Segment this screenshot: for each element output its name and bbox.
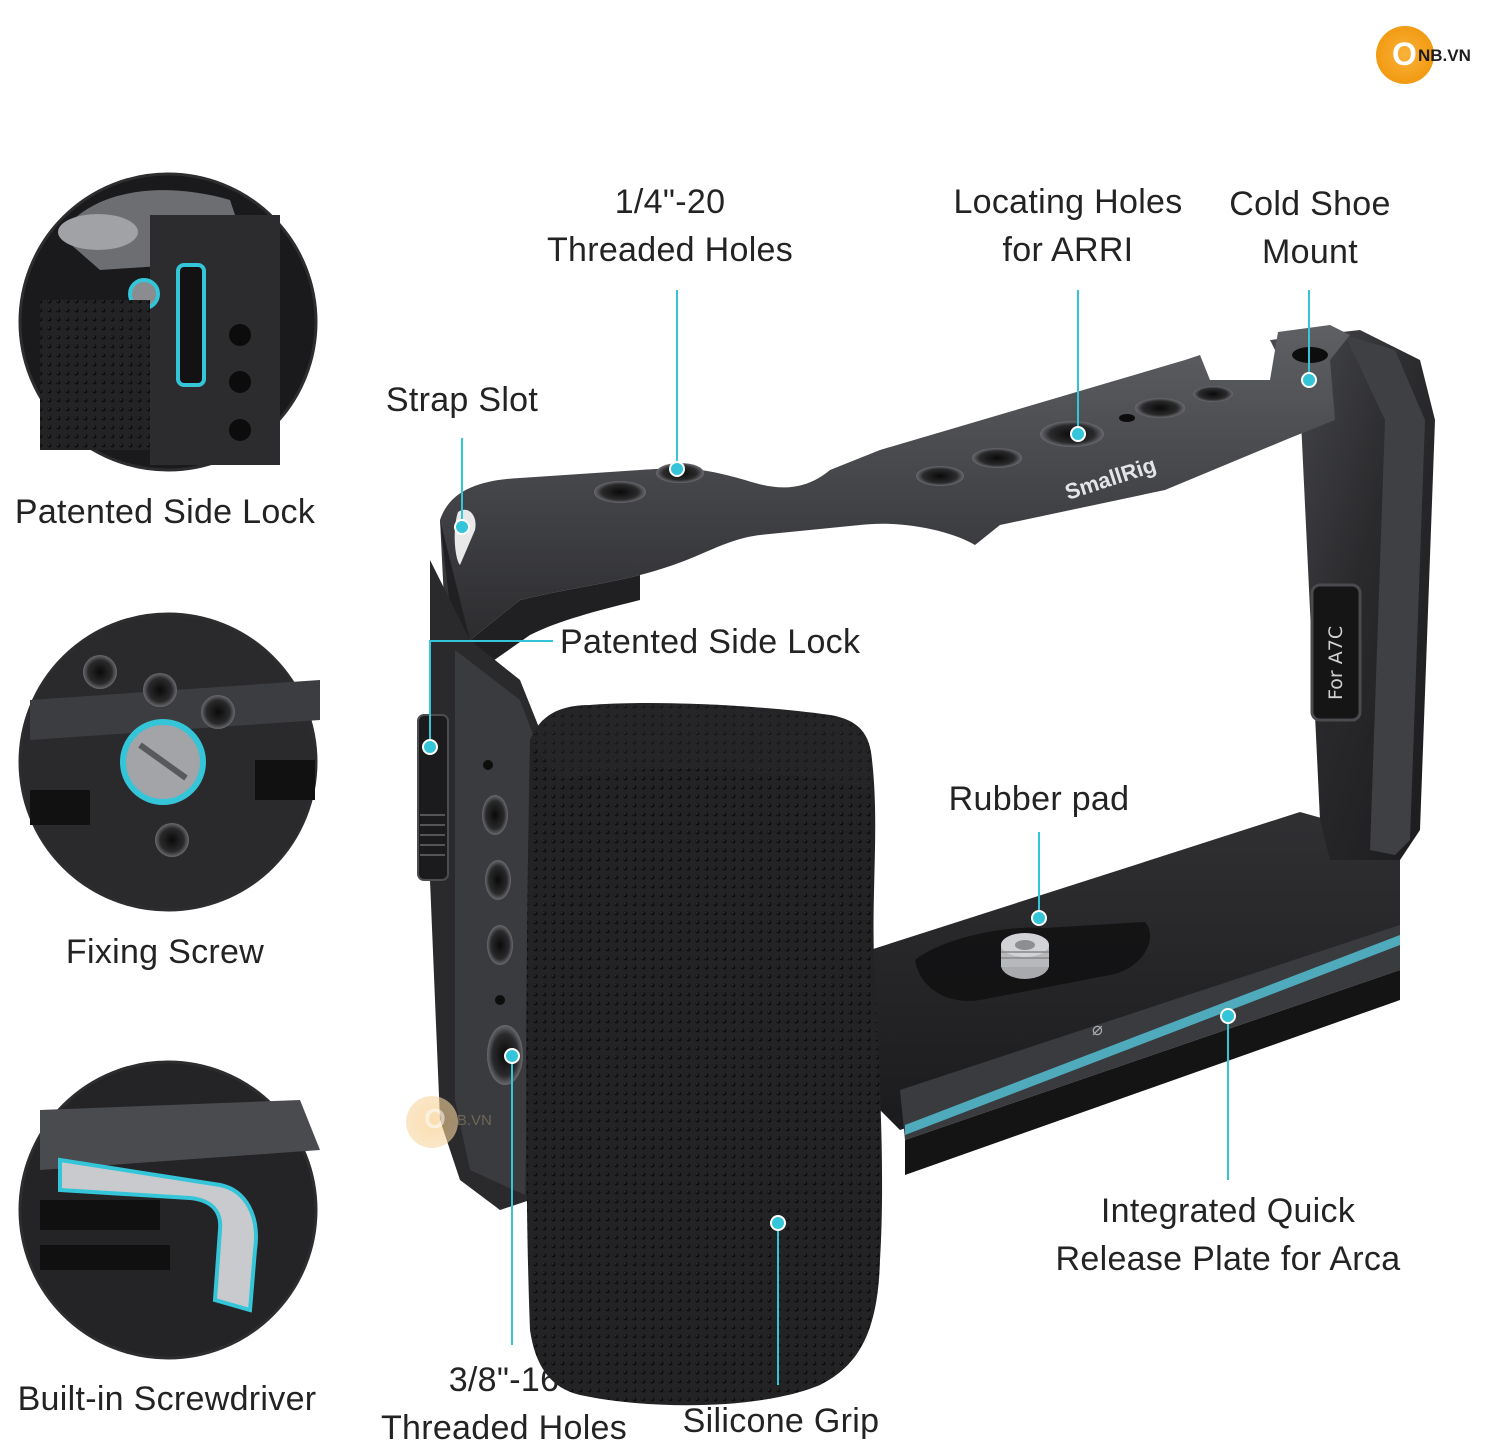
leader-lines: [429, 290, 1310, 1385]
baseplate: ⌀: [870, 812, 1400, 1175]
inset-fixing-screw: [18, 612, 320, 912]
inset-label-side-lock: Patented Side Lock: [14, 493, 316, 531]
inset-label-screwdriver: Built-in Screwdriver: [17, 1380, 317, 1418]
inset-label-fixing-screw: Fixing Screw: [65, 933, 265, 971]
callout-side-lock: Patented Side Lock: [560, 623, 861, 661]
model-tag: For A7C: [1325, 626, 1347, 700]
inset-side-lock: [18, 172, 318, 472]
logo-text: NB.VN: [1418, 46, 1471, 65]
callout-dots: [422, 372, 1317, 1231]
brand-logo-text: O NB.VN: [1388, 32, 1498, 78]
brand-logo: [1376, 26, 1434, 84]
inset-screwdriver: [18, 1060, 320, 1360]
watermark: [406, 1096, 458, 1148]
svg-text:⌀: ⌀: [1092, 1019, 1103, 1040]
callout-rubber-pad: Rubber pad: [948, 780, 1130, 818]
silicone-grip: [526, 703, 883, 1406]
arca-groove-highlight: [905, 935, 1400, 1135]
watermark-text: O NB.VN: [412, 1102, 522, 1142]
right-upright: For A7C: [1270, 330, 1435, 860]
callout-silicone-grip: Silicone Grip: [682, 1402, 880, 1440]
watermark-label: NB.VN: [446, 1112, 492, 1129]
logo-o: O: [1392, 36, 1417, 72]
callout-strap-slot: Strap Slot: [385, 381, 539, 419]
watermark-o: O: [424, 1103, 446, 1134]
